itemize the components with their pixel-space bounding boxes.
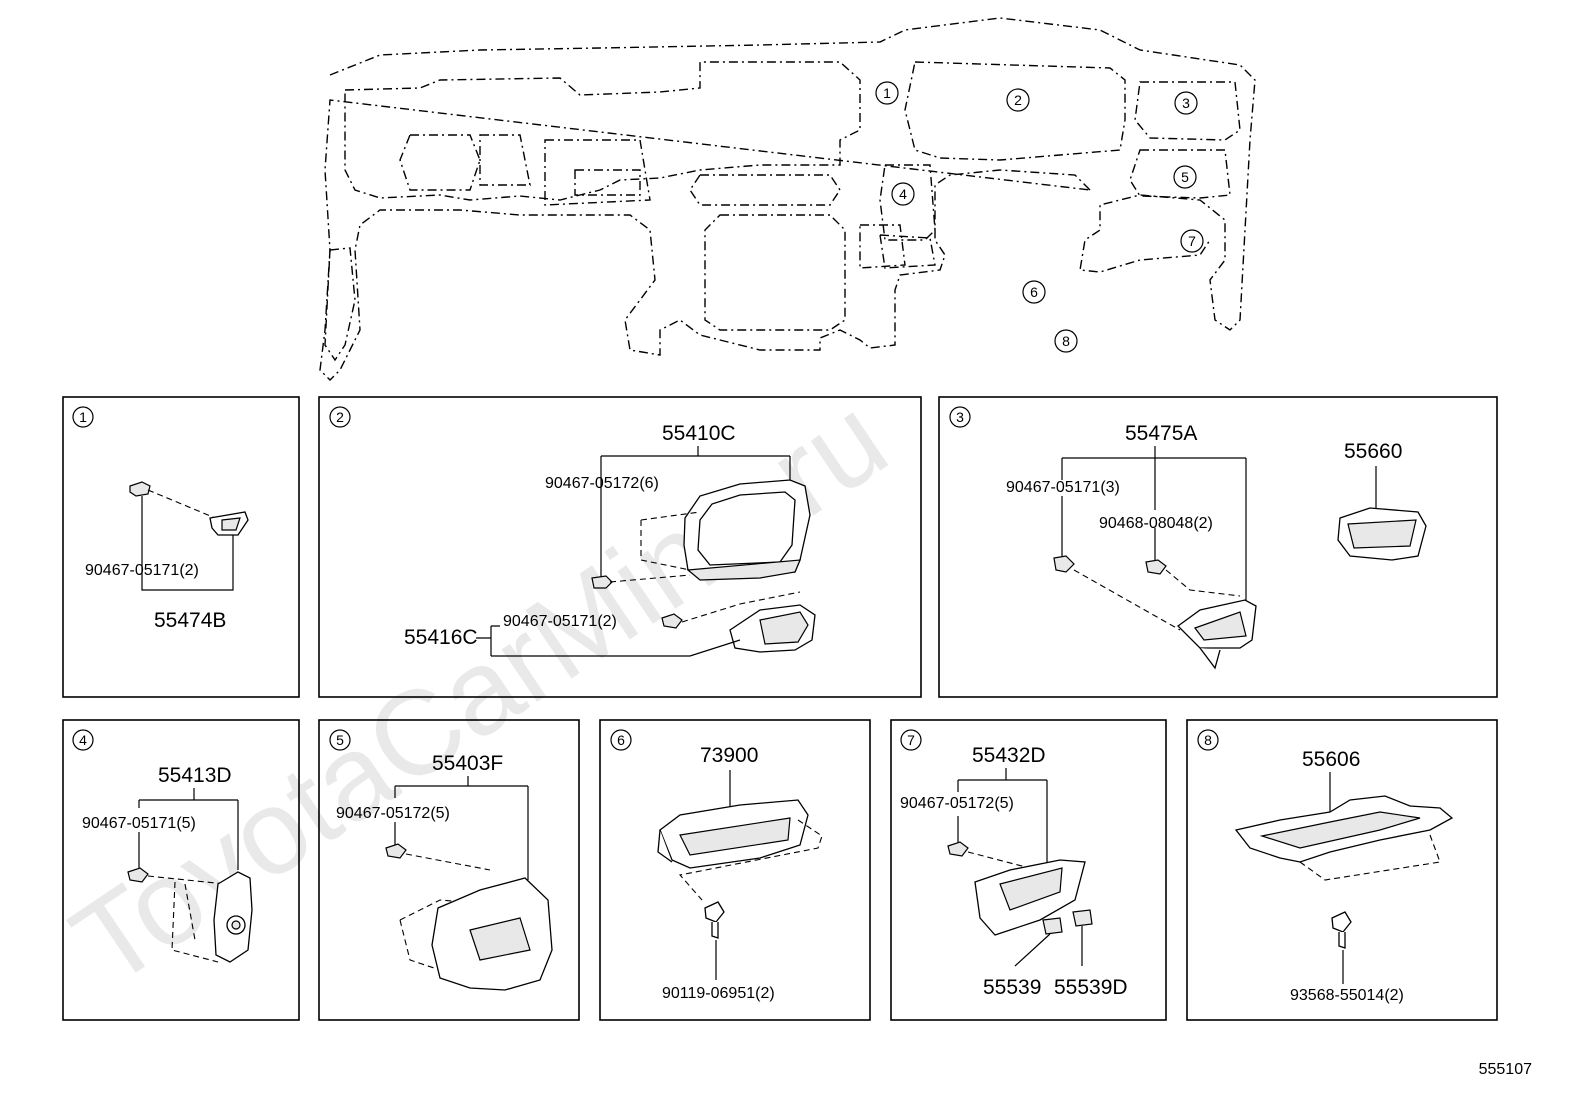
callout-number: 4 xyxy=(899,186,907,202)
cover-55416c-icon xyxy=(729,604,816,653)
panel-3[interactable]: 3 55475A 90467-05171(3) 90468-08048(2) 5… xyxy=(938,396,1498,698)
dashboard-center-stack xyxy=(689,174,846,331)
clip-icon xyxy=(591,575,613,589)
callout-number: 8 xyxy=(1062,333,1070,349)
panel-frame xyxy=(318,396,922,698)
panel-number: 6 xyxy=(617,732,625,748)
panel-frame xyxy=(62,719,300,1021)
panel-number: 3 xyxy=(956,409,964,425)
label-clip: 90467-05171(5) xyxy=(82,815,196,832)
callout-number: 5 xyxy=(1181,169,1189,185)
bolt-icon xyxy=(1331,911,1352,949)
reinforcement-55606-icon xyxy=(1234,795,1454,863)
cover-55413d-icon xyxy=(213,871,253,963)
callout-number: 2 xyxy=(1014,92,1022,108)
overview-callout-1[interactable]: 1 xyxy=(875,81,899,105)
dashboard-steering-area xyxy=(859,164,936,269)
overview-callout-3[interactable]: 3 xyxy=(1174,91,1198,115)
callout-number: 7 xyxy=(1188,233,1196,249)
clip-icon xyxy=(661,613,683,629)
bracket-55474b-icon xyxy=(209,511,249,536)
panel-frame xyxy=(938,396,1498,698)
dashboard-right-lower xyxy=(1129,149,1231,199)
panel-number: 2 xyxy=(336,409,344,425)
label-clip: 90467-05171(2) xyxy=(85,562,199,579)
bolt-icon xyxy=(704,901,725,939)
overview-callout-7[interactable]: 7 xyxy=(1180,229,1204,253)
label-part-b: 55539D xyxy=(1054,976,1128,999)
callout-number: 3 xyxy=(1182,95,1190,111)
panel-frame xyxy=(599,719,871,1021)
switch-55539-icon xyxy=(1042,917,1063,935)
dashboard-inner-left xyxy=(344,61,861,201)
label-clip: 90467-05172(5) xyxy=(336,805,450,822)
clip-icon xyxy=(947,841,969,857)
clip-icon xyxy=(385,843,407,859)
label-assembly: 55432D xyxy=(972,744,1046,767)
label-clip-a: 90467-05171(3) xyxy=(1006,479,1120,496)
panel-8[interactable]: 8 55606 93568-55014(2) xyxy=(1186,719,1498,1021)
switch-55660-icon xyxy=(1337,507,1427,561)
label-part-a: 55539 xyxy=(983,976,1041,999)
panel-frame xyxy=(318,719,580,1021)
diagram-reference-number: 555107 xyxy=(1478,1061,1532,1078)
label-assembly: 55410C xyxy=(662,422,736,445)
switch-55539d-icon xyxy=(1072,909,1093,927)
label-assembly: 55413D xyxy=(158,764,232,787)
panel-6[interactable]: 6 73900 90119-06951(2) xyxy=(599,719,871,1021)
clock-73900-icon xyxy=(657,799,809,869)
label-clip-b: 90467-05171(2) xyxy=(503,613,617,630)
overview-callout-4[interactable]: 4 xyxy=(891,182,915,206)
label-assembly: 55475A xyxy=(1125,422,1197,445)
dashboard-outline xyxy=(319,17,1256,381)
panel-55432d-icon xyxy=(974,859,1086,936)
dashboard-left-detail xyxy=(399,134,651,206)
label-assembly: 55403F xyxy=(432,752,503,775)
panel-number: 7 xyxy=(907,732,915,748)
panel-frame xyxy=(62,396,300,698)
overview-dashboard: 1 2 3 4 5 6 7 8 xyxy=(319,17,1256,381)
panel-2[interactable]: 2 55410C 90467-05172(6) 90467-05171(2) 5… xyxy=(318,396,922,698)
label-part: 55474B xyxy=(154,609,226,632)
label-clip-b: 90468-08048(2) xyxy=(1099,515,1213,532)
clip-icon xyxy=(129,481,151,497)
overview-callout-6[interactable]: 6 xyxy=(1022,280,1046,304)
label-bolt: 93568-55014(2) xyxy=(1290,987,1404,1004)
dashboard-right-vent xyxy=(1134,81,1241,141)
clip-icon xyxy=(1053,555,1075,573)
callout-number: 6 xyxy=(1030,284,1038,300)
panel-number: 4 xyxy=(79,732,87,748)
overview-callout-8[interactable]: 8 xyxy=(1054,329,1078,353)
panel-7[interactable]: 7 55432D 90467-05172(5) 55539 55539D xyxy=(890,719,1167,1021)
label-clip-a: 90467-05172(6) xyxy=(545,475,659,492)
panel-frame xyxy=(890,719,1167,1021)
clip-icon xyxy=(127,867,149,883)
panel-5[interactable]: 5 55403F 90467-05172(5) xyxy=(318,719,580,1021)
panel-4[interactable]: 4 55413D 90467-05171(5) xyxy=(62,719,300,1021)
panel-number: 8 xyxy=(1204,732,1212,748)
clip-icon xyxy=(1145,559,1167,575)
label-assembly: 55606 xyxy=(1302,748,1360,771)
cluster-hood-55410c-icon xyxy=(683,479,811,581)
label-part: 55416C xyxy=(404,626,478,649)
label-part: 55660 xyxy=(1344,440,1402,463)
overview-callout-5[interactable]: 5 xyxy=(1173,165,1197,189)
label-bolt: 90119-06951(2) xyxy=(662,985,775,1002)
cover-55403f-icon xyxy=(431,877,553,991)
overview-callout-2[interactable]: 2 xyxy=(1006,88,1030,112)
panel-number: 1 xyxy=(79,409,87,425)
label-clip: 90467-05172(5) xyxy=(900,795,1014,812)
panel-1[interactable]: 1 90467-05171(2) 55474B xyxy=(62,396,300,698)
label-assembly: 73900 xyxy=(700,744,758,767)
vent-55475a-icon xyxy=(1177,599,1257,670)
panel-number: 5 xyxy=(336,732,344,748)
panel-frame xyxy=(1186,719,1498,1021)
dashboard-cluster-opening xyxy=(904,61,1126,161)
dashboard-left-leg xyxy=(324,247,356,362)
callout-number: 1 xyxy=(883,85,891,101)
